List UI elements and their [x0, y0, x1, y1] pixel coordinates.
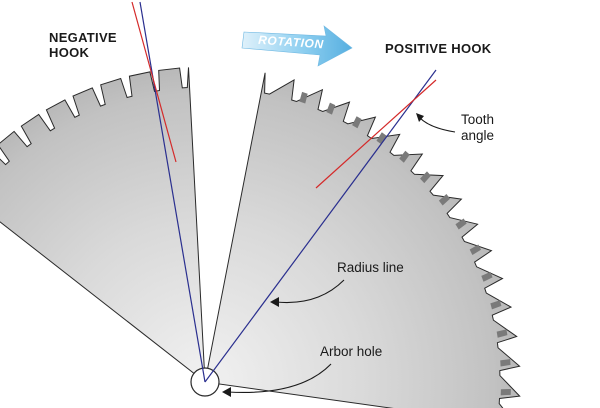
carbide-tip [352, 116, 362, 129]
radius-line-leader [275, 279, 345, 304]
negative-hook-title-line1: NEGATIVE [49, 30, 117, 45]
tooth-gullet-marks [299, 91, 511, 396]
tooth-angle-label-line2: angle [461, 128, 494, 143]
tooth-angle-leader [419, 117, 456, 133]
rotation-label: ROTATION [258, 33, 325, 52]
positive-radius-line [204, 69, 437, 383]
tooth-angle-arrowhead [416, 113, 424, 122]
arbor-hole-arrowhead [222, 387, 231, 397]
negative-hook-title-line2: HOOK [49, 45, 90, 60]
rotation-arrow: ROTATION [241, 25, 353, 67]
carbide-tip [376, 132, 387, 145]
carbide-tip [420, 171, 431, 184]
arbor-hole-label: Arbor hole [320, 344, 382, 359]
carbide-tip [490, 300, 502, 310]
negative-tooth-line [131, 1, 177, 163]
carbide-tip [455, 218, 467, 230]
carbide-tip [500, 359, 511, 367]
blade-positive-section [204, 72, 521, 408]
carbide-tip [469, 244, 481, 256]
carbide-tip [496, 329, 508, 338]
arbor-hole-leader [227, 363, 332, 393]
carbide-tip [481, 271, 493, 282]
blade-negative-section [0, 67, 206, 384]
carbide-tip [438, 194, 451, 206]
carbide-tip [500, 388, 511, 396]
carbide-tip [326, 102, 336, 115]
positive-tooth-line [315, 79, 437, 189]
radius-line-arrowhead [270, 297, 279, 307]
carbide-tip [399, 150, 410, 163]
positive-hook-title: POSITIVE HOOK [385, 41, 492, 56]
carbide-tip [299, 91, 308, 104]
tooth-angle-label-line1: Tooth [461, 112, 494, 127]
radius-line-label: Radius line [337, 260, 404, 275]
negative-radius-line [139, 1, 206, 383]
